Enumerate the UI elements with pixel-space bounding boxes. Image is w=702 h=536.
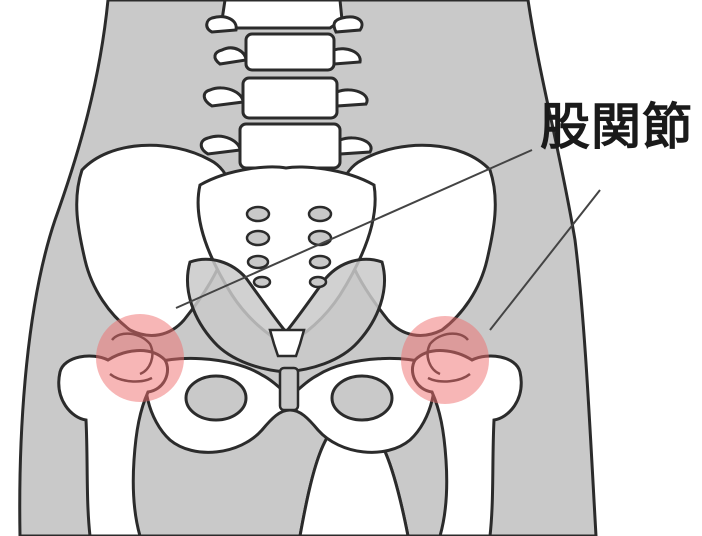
pubic-symphysis [280, 368, 298, 410]
left-obturator-foramen [186, 376, 246, 420]
right-hip-joint-highlight [401, 316, 489, 404]
right-obturator-foramen [332, 376, 392, 420]
hip-joint-label: 股関節 [540, 102, 693, 152]
left-hip-joint-highlight [96, 314, 184, 402]
